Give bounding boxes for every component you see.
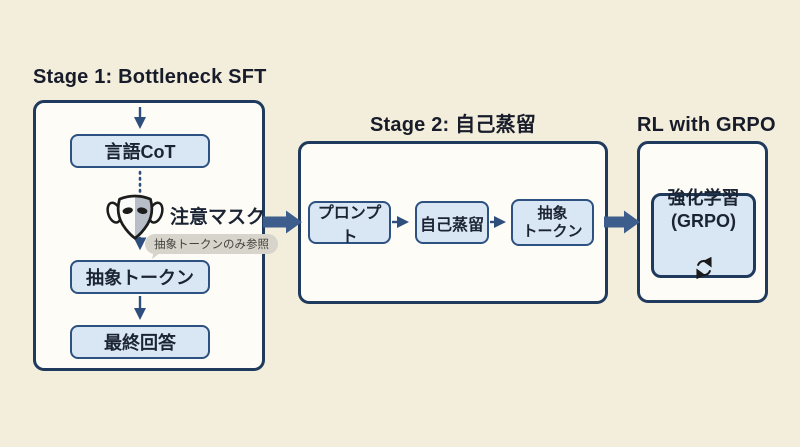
stage3-title: RL with GRPO bbox=[637, 114, 776, 136]
node-prompt: プロンプト bbox=[308, 201, 391, 246]
flow-arrow-stage1-to-stage2 bbox=[263, 210, 302, 234]
face-mask-icon bbox=[106, 191, 164, 242]
attention-mask-note: 抽象トークンのみ参照 bbox=[145, 234, 278, 254]
stage1-title: Stage 1: Bottleneck SFT bbox=[33, 66, 267, 88]
flow-arrow-stage2-to-stage3 bbox=[604, 210, 640, 234]
clockwise-cycle-icon bbox=[692, 234, 716, 284]
node-self-distillation: 自己蒸留 bbox=[415, 201, 489, 244]
node-language-cot: 言語CoT bbox=[70, 134, 210, 168]
attention-mask-label: 注意マスク bbox=[170, 207, 266, 228]
node-abstract-tokens: 抽象トークン bbox=[70, 260, 210, 294]
stage2-title: Stage 2: 自己蒸留 bbox=[370, 114, 536, 136]
node-final-answer: 最終回答 bbox=[70, 325, 210, 359]
node-rl-grpo: 強化学習 (GRPO) bbox=[651, 188, 756, 279]
rl-node-label: 強化学習 (GRPO) bbox=[667, 188, 740, 231]
node-abstract-tokens-stage2: 抽象 トークン bbox=[511, 199, 594, 246]
